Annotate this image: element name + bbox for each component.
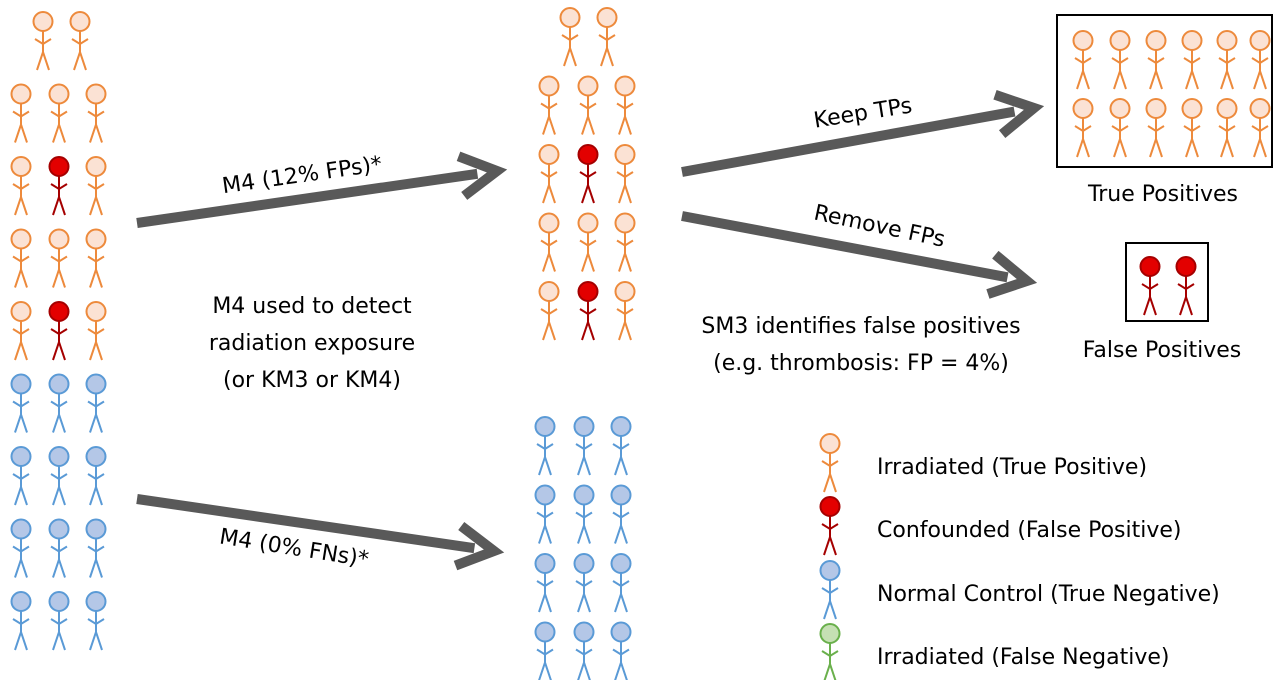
middle-positive-group <box>538 7 636 341</box>
false_negative-figure-icon <box>819 623 841 680</box>
description-line-1: M4 used to detect <box>212 294 412 319</box>
irradiated-figure-icon <box>819 433 841 493</box>
irradiated-figure-icon <box>85 83 107 143</box>
irradiated-figure-icon <box>1216 30 1238 90</box>
control-figure-icon <box>534 416 556 476</box>
irradiated-figure-icon <box>1249 98 1271 158</box>
control-figure-icon <box>819 560 841 620</box>
legend-label-control: Normal Control (True Negative) <box>877 582 1220 607</box>
top-arrow <box>136 151 508 228</box>
control-figure-icon <box>534 621 556 680</box>
irradiated-figure-icon <box>538 144 560 204</box>
bottom-arrow <box>136 494 505 571</box>
sm3-line-1: SM3 identifies false positives <box>701 314 1020 339</box>
control-figure-icon <box>48 373 70 433</box>
control-figure-icon <box>573 416 595 476</box>
irradiated-figure-icon <box>32 11 54 71</box>
irradiated-figure-icon <box>10 301 32 361</box>
control-figure-icon <box>48 518 70 578</box>
irradiated-figure-icon <box>1072 30 1094 90</box>
remove-arrow <box>681 211 1038 299</box>
irradiated-figure-icon <box>614 144 636 204</box>
irradiated-figure-icon <box>614 212 636 272</box>
legend-label-false-negative: Irradiated (False Negative) <box>877 645 1169 670</box>
irradiated-figure-icon <box>559 7 581 67</box>
irradiated-figure-icon <box>1145 30 1167 90</box>
legend-item-confounded: Confounded (False Positive) <box>819 496 1182 556</box>
confounded-figure-icon <box>577 144 599 204</box>
irradiated-figure-icon <box>85 301 107 361</box>
irradiated-figure-icon <box>85 156 107 216</box>
control-figure-icon <box>85 446 107 506</box>
control-figure-icon <box>10 518 32 578</box>
control-figure-icon <box>610 484 632 544</box>
irradiated-figure-icon <box>1216 98 1238 158</box>
irradiated-figure-icon <box>10 83 32 143</box>
confounded-figure-icon <box>577 281 599 341</box>
control-figure-icon <box>610 416 632 476</box>
true-positives-box <box>1056 14 1273 168</box>
control-figure-icon <box>610 621 632 680</box>
arrows-group <box>136 90 1045 571</box>
confounded-figure-icon <box>819 496 841 556</box>
confounded-figure-icon <box>48 301 70 361</box>
irradiated-figure-icon <box>48 83 70 143</box>
false-positives-label: False Positives <box>1083 338 1242 363</box>
confounded-figure-icon <box>48 156 70 216</box>
middle-negative-group <box>534 416 632 680</box>
irradiated-figure-icon <box>1145 98 1167 158</box>
description-line-2: radiation exposure <box>209 331 415 356</box>
control-figure-icon <box>85 591 107 651</box>
irradiated-figure-icon <box>577 212 599 272</box>
irradiated-figure-icon <box>1109 98 1131 158</box>
irradiated-figure-icon <box>577 75 599 135</box>
irradiated-figure-icon <box>69 11 91 71</box>
legend-label-irradiated: Irradiated (True Positive) <box>877 455 1147 480</box>
irradiated-figure-icon <box>1181 98 1203 158</box>
irradiated-figure-icon <box>538 281 560 341</box>
description-line-3: (or KM3 or KM4) <box>223 368 401 393</box>
legend: Irradiated (True Positive) Confounded (F… <box>819 433 1220 680</box>
irradiated-figure-icon <box>10 156 32 216</box>
true-positives-label: True Positives <box>1087 182 1238 207</box>
false-positives-group <box>1139 256 1197 316</box>
irradiated-figure-icon <box>538 212 560 272</box>
legend-item-irradiated: Irradiated (True Positive) <box>819 433 1147 493</box>
irradiated-figure-icon <box>48 228 70 288</box>
irradiated-figure-icon <box>1109 30 1131 90</box>
irradiated-figure-icon <box>10 228 32 288</box>
irradiated-figure-icon <box>85 228 107 288</box>
confounded-figure-icon <box>1175 256 1197 316</box>
control-figure-icon <box>610 553 632 613</box>
control-figure-icon <box>85 518 107 578</box>
irradiated-figure-icon <box>1249 30 1271 90</box>
control-figure-icon <box>48 591 70 651</box>
control-figure-icon <box>85 373 107 433</box>
legend-label-confounded: Confounded (False Positive) <box>877 518 1182 543</box>
false-positives-box <box>1125 242 1209 322</box>
keep-arrow <box>681 90 1045 177</box>
irradiated-figure-icon <box>596 7 618 67</box>
control-figure-icon <box>573 553 595 613</box>
irradiated-figure-icon <box>538 75 560 135</box>
confounded-figure-icon <box>1139 256 1161 316</box>
control-figure-icon <box>10 446 32 506</box>
irradiated-figure-icon <box>614 281 636 341</box>
irradiated-figure-icon <box>1072 98 1094 158</box>
legend-item-false-negative: Irradiated (False Negative) <box>819 623 1169 680</box>
control-figure-icon <box>573 484 595 544</box>
control-figure-icon <box>10 591 32 651</box>
irradiated-figure-icon <box>1181 30 1203 90</box>
sm3-line-2: (e.g. thrombosis: FP = 4%) <box>713 351 1009 376</box>
irradiated-figure-icon <box>614 75 636 135</box>
left-population-group <box>10 11 107 651</box>
control-figure-icon <box>10 373 32 433</box>
legend-item-control: Normal Control (True Negative) <box>819 560 1220 620</box>
true-positives-group <box>1072 30 1271 158</box>
control-figure-icon <box>534 553 556 613</box>
control-figure-icon <box>573 621 595 680</box>
control-figure-icon <box>48 446 70 506</box>
control-figure-icon <box>534 484 556 544</box>
